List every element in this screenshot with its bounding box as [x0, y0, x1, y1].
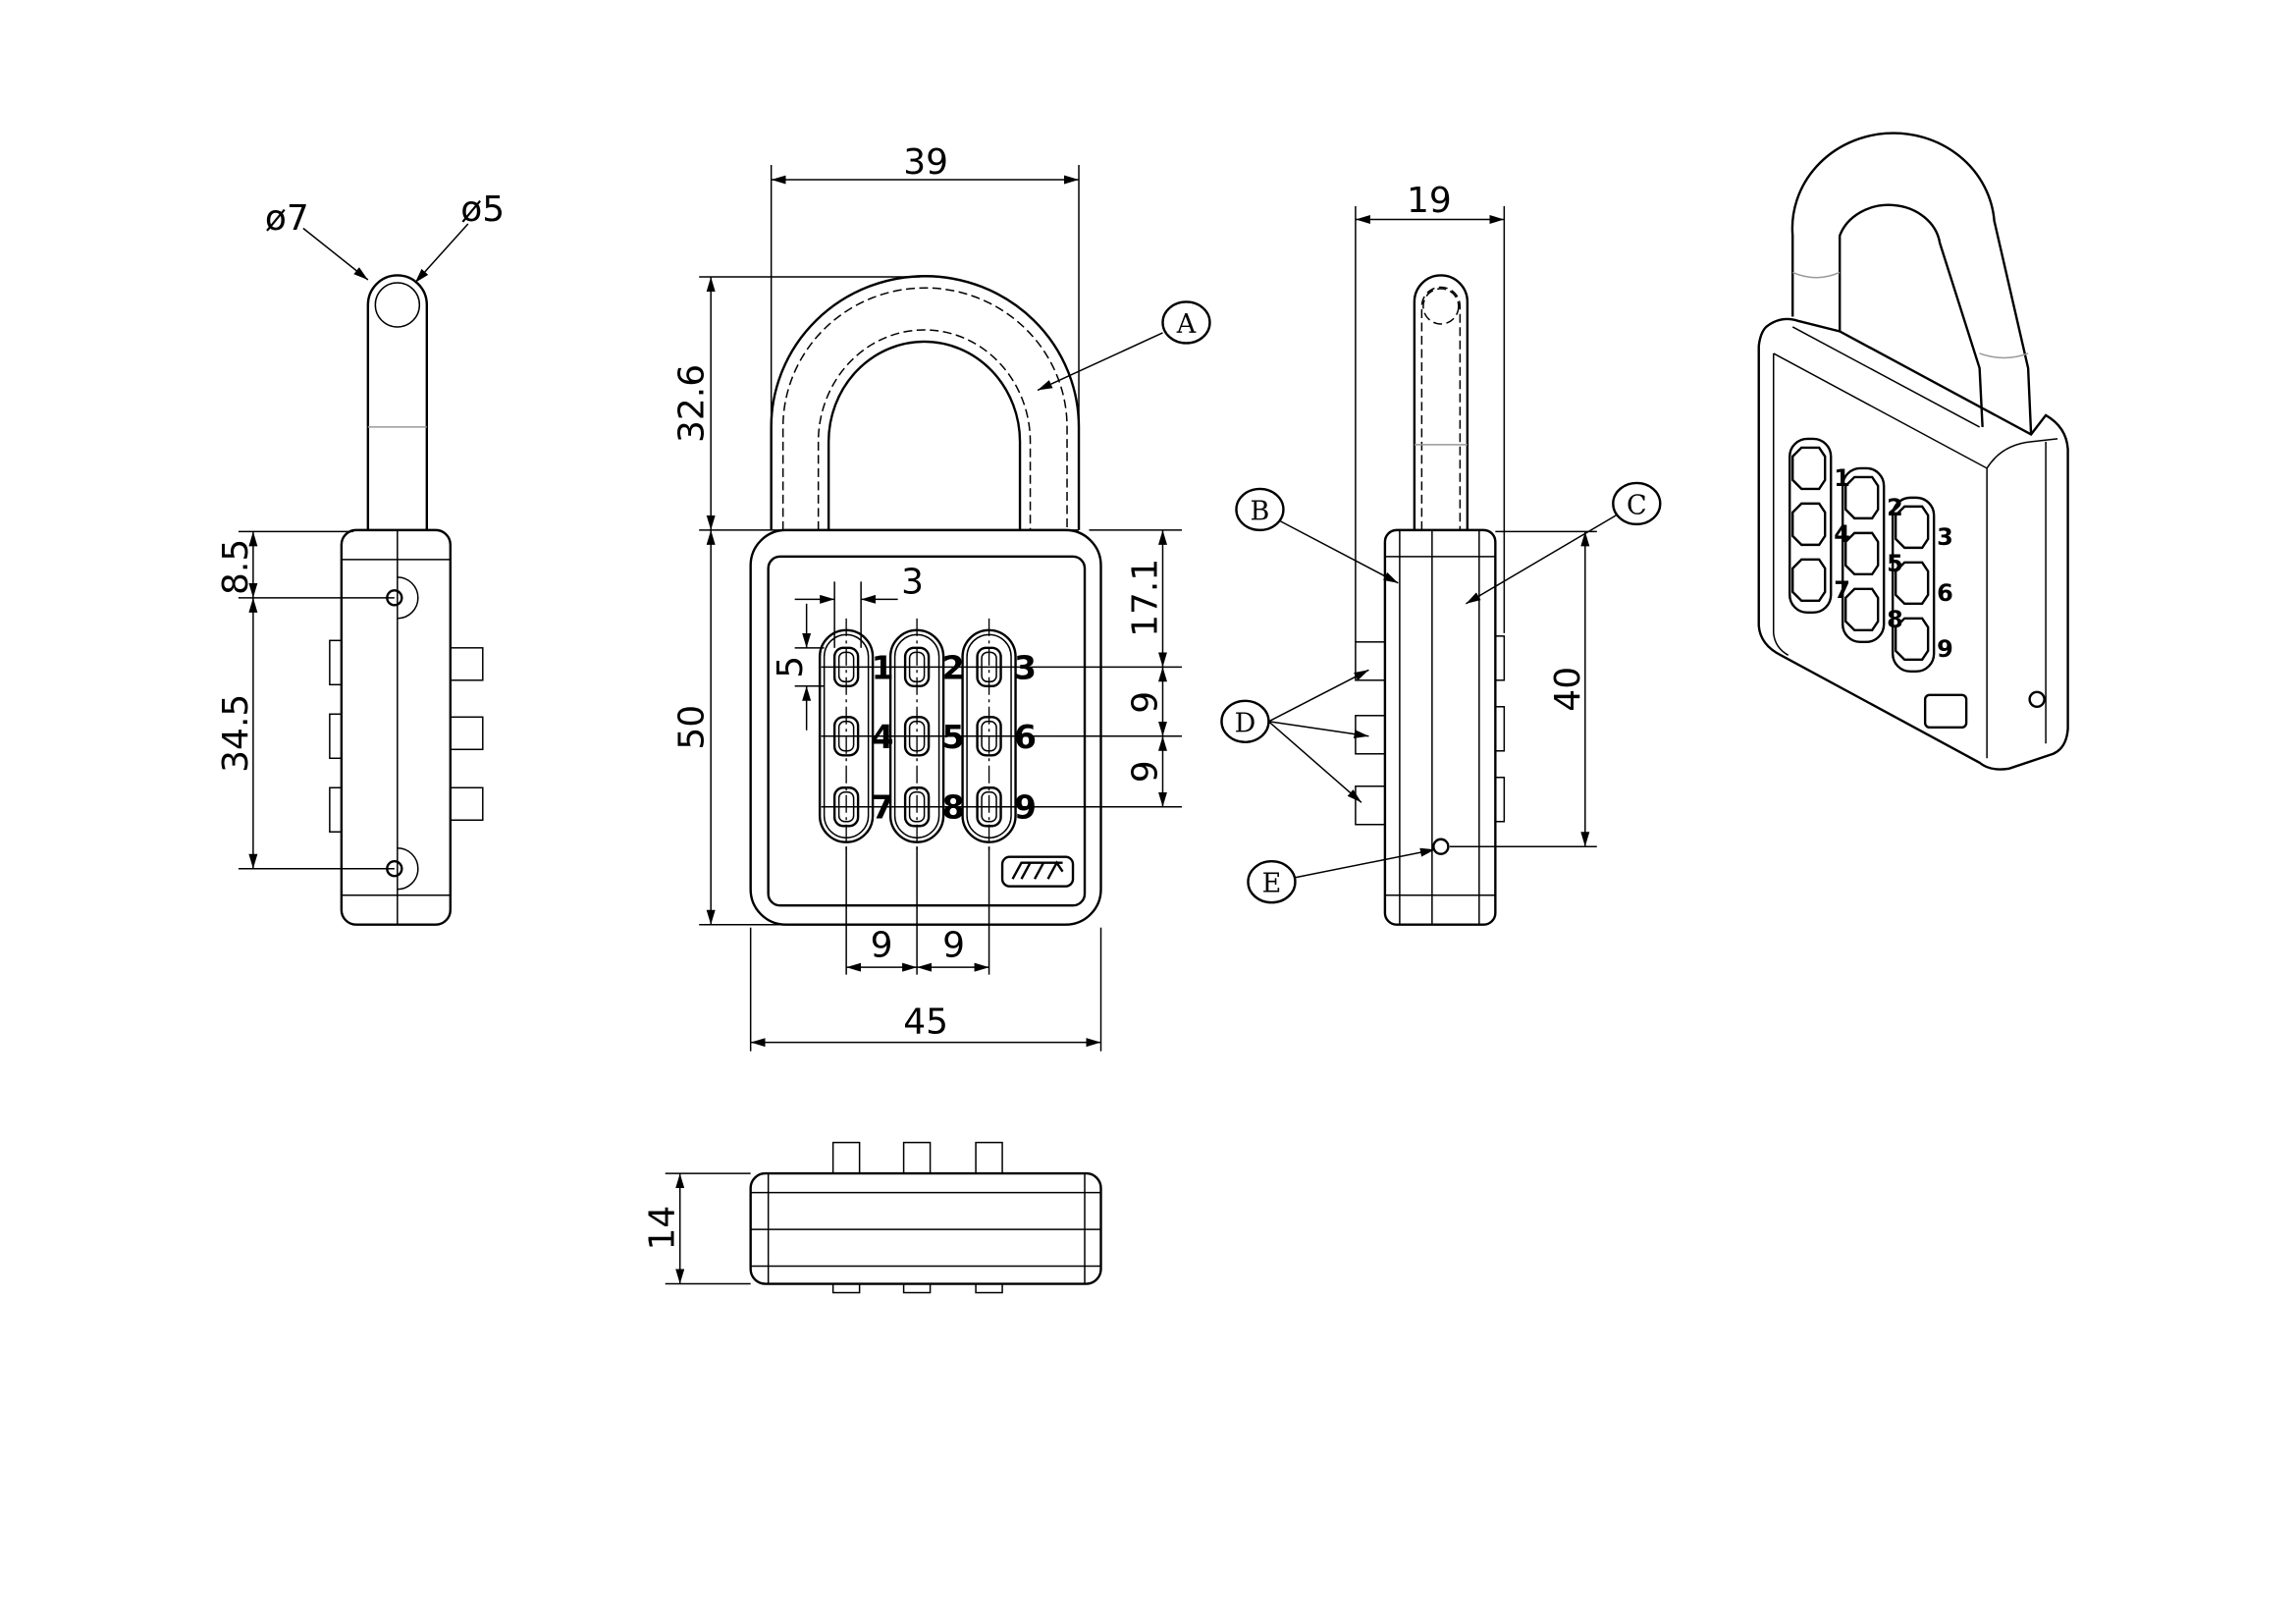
pin-hole	[2028, 690, 2046, 708]
pin-hole	[1432, 838, 1450, 855]
iso-logo	[1923, 693, 1968, 729]
iso-button	[1843, 587, 1880, 632]
dial-column: 147	[818, 618, 894, 854]
bottom-view: 14	[643, 1141, 1102, 1294]
iso-button	[1843, 475, 1880, 520]
dimensions-front: 39 32.6 50 45 9 9 3 5	[672, 142, 1182, 1052]
left-side-view: ø7 ø5 8.5 34.5	[216, 189, 505, 926]
dia-inner-label: ø5	[460, 189, 505, 230]
button-bottom	[831, 1282, 861, 1294]
button-bottom	[975, 1282, 1003, 1294]
button-bottom	[902, 1282, 932, 1294]
lock-body-side	[329, 528, 484, 926]
callout-a: A	[1037, 300, 1211, 392]
bottom-buttons	[831, 1141, 1003, 1294]
iso-digit: 6	[1937, 579, 1953, 607]
callout-b: B	[1235, 487, 1399, 584]
dim-14: 14	[643, 1206, 683, 1251]
svg-text:B: B	[1251, 496, 1270, 526]
dim-row-pitch-2: 9	[1125, 760, 1165, 783]
shackle-side	[366, 274, 429, 530]
dim-8-5: 8.5	[216, 539, 256, 595]
iso-button	[1791, 446, 1827, 491]
callout-e: E	[1247, 847, 1436, 904]
dim-40: 40	[1548, 667, 1588, 712]
dimensions-left: ø7 ø5 8.5 34.5	[216, 189, 505, 870]
dim-row-pitch-1: 9	[1125, 691, 1165, 714]
iso-button	[1791, 502, 1827, 547]
svg-text:E: E	[1262, 869, 1282, 899]
dim-50: 50	[672, 705, 713, 750]
iso-button	[1894, 561, 1930, 606]
svg-text:D: D	[1235, 708, 1256, 738]
callout-c: C	[1465, 481, 1662, 605]
iso-button	[1791, 558, 1827, 603]
dim-39: 39	[903, 142, 948, 183]
dim-col-pitch-1: 9	[871, 926, 893, 966]
shackle-front	[770, 275, 1081, 531]
dimensions-right: 19 40	[1355, 181, 1597, 847]
dim-19: 19	[1407, 181, 1452, 221]
iso-dial-column: 3 6 9	[1891, 496, 1953, 674]
dim-45: 45	[903, 1002, 948, 1043]
iso-dial-column: 147	[1789, 437, 1850, 615]
dim-34-5: 34.5	[216, 694, 256, 773]
iso-digit: 9	[1937, 635, 1953, 663]
dim-32-6: 32.6	[672, 364, 713, 443]
iso-button	[1894, 617, 1930, 662]
button-top	[831, 1141, 861, 1174]
iso-digit: 5	[1887, 550, 1903, 577]
dim-17-1: 17.1	[1125, 559, 1165, 637]
iso-button	[1894, 505, 1930, 550]
right-side-view: 19 40 B C D E	[1220, 181, 1662, 926]
svg-text:A: A	[1176, 309, 1197, 340]
svg-text:C: C	[1627, 490, 1647, 520]
button-top	[975, 1141, 1003, 1174]
dim-3: 3	[901, 562, 924, 602]
button-top	[902, 1141, 932, 1174]
dim-5: 5	[771, 656, 811, 678]
iso-digit: 8	[1887, 606, 1903, 633]
iso-button	[1843, 531, 1880, 576]
iso-digit: 3	[1937, 523, 1953, 551]
dim-col-pitch-2: 9	[942, 926, 965, 966]
logo	[1000, 855, 1075, 888]
callout-d: D	[1220, 669, 1369, 803]
lock-body-front	[749, 528, 1102, 926]
iso-dial-column: 258	[1841, 466, 1903, 644]
dia-outer-label: ø7	[265, 198, 309, 239]
